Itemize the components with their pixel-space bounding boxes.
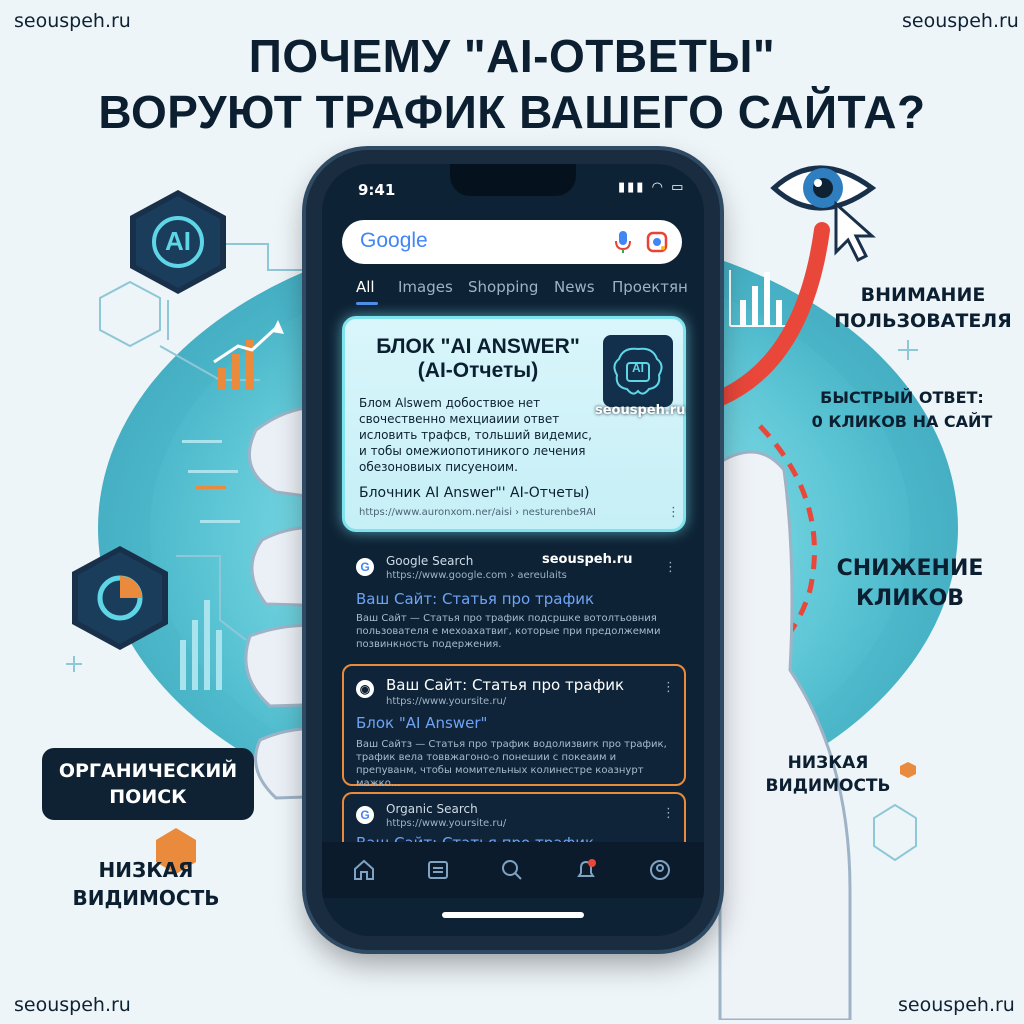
- ai-brain-icon: AI: [603, 335, 673, 407]
- headline: ПОЧЕМУ "AI-ОТВЕТЫ" ВОРУЮТ ТРАФИК ВАШЕГО …: [0, 28, 1024, 140]
- result-title[interactable]: Ваш Сайт: Статья про трафик: [356, 590, 595, 608]
- result-url: https://www.google.com › aereulaits: [386, 570, 567, 581]
- headline-line-1: ПОЧЕМУ "AI-ОТВЕТЫ": [248, 30, 776, 82]
- tab-shopping[interactable]: Shopping: [468, 278, 539, 296]
- watermark-top-left: seouspeh.ru: [14, 10, 131, 32]
- google-logo: Google: [360, 229, 428, 252]
- left-bar-chart: [213, 320, 284, 390]
- tab-active-underline: [356, 302, 378, 305]
- orange-hex: [156, 828, 196, 874]
- result-url: https://www.yoursite.ru/: [386, 696, 507, 707]
- lens-icon[interactable]: [646, 231, 668, 253]
- mic-icon[interactable]: [614, 230, 632, 254]
- home-icon[interactable]: [352, 858, 376, 882]
- ai-card-more-icon[interactable]: ⋮: [667, 505, 680, 520]
- callout-quick-answer: БЫСТРЫЙ ОТВЕТ: 0 КЛИКОВ НА САЙТ: [811, 388, 993, 431]
- home-indicator[interactable]: [442, 912, 584, 918]
- ai-chip-text: AI: [632, 361, 644, 375]
- pie-chart-icon: [97, 575, 143, 621]
- signal-icon: ▮▮▮: [618, 180, 646, 195]
- search-result-1[interactable]: G Google Search https://www.google.com ›…: [342, 550, 686, 660]
- eye-icon: [770, 165, 877, 263]
- tab-all[interactable]: All: [356, 278, 375, 296]
- bell-icon[interactable]: [574, 858, 598, 882]
- ai-hex-text: AI: [165, 226, 191, 256]
- organic-search-label: ОРГАНИЧЕСКИЙ ПОИСК: [42, 748, 254, 820]
- ai-card-url: https://www.auronxom.ner/aisi › nesturen…: [359, 507, 596, 518]
- news-icon[interactable]: [426, 858, 450, 882]
- ai-answer-card[interactable]: БЛОК "AI ANSWER" (AI-Отчеты) AI seouspeh…: [342, 316, 686, 532]
- search-result-3[interactable]: G Organic Search https://www.yoursite.ru…: [342, 792, 686, 842]
- result-title[interactable]: Блок "AI Answer": [356, 714, 488, 732]
- cursor-icon: [834, 200, 876, 263]
- search-result-2[interactable]: ◉ Ваш Сайт: Статья про трафик https://ww…: [342, 664, 686, 789]
- watermark-top-right: seouspeh.ru: [902, 10, 1019, 32]
- hand-thumb: [718, 450, 852, 1020]
- result-desc: Ваш Сайт — Статья про трафик подсршке во…: [356, 613, 661, 650]
- ai-circle-icon: [152, 216, 204, 268]
- search-icon[interactable]: [500, 858, 524, 882]
- result-site: Organic Search: [386, 802, 478, 816]
- headline-line-2: ВОРУЮТ ТРАФИК ВАШЕГО САЙТА?: [98, 86, 926, 138]
- orange-hex-small: [900, 762, 916, 778]
- watermark-ai-card: seouspeh.ru: [595, 403, 686, 418]
- tab-images[interactable]: Images: [398, 278, 453, 296]
- result-more-icon[interactable]: ⋮: [662, 806, 675, 821]
- ai-card-title: БЛОК "AI ANSWER" (AI-Отчеты): [376, 335, 580, 382]
- status-icons: ▮▮▮ ◠ ▭: [618, 180, 685, 195]
- profile-icon[interactable]: [648, 858, 672, 882]
- wifi-icon: ◠: [651, 180, 665, 195]
- result-site: Google Search: [386, 554, 474, 568]
- callout-click-drop: СНИЖЕНИЕ КЛИКОВ: [836, 556, 984, 611]
- result-title[interactable]: Ваш Сайт: Статья про трафик: [356, 834, 594, 842]
- search-bar[interactable]: Google: [342, 220, 682, 264]
- result-desc: Ваш Сайтз — Статья про трафик водолизвиr…: [356, 739, 667, 789]
- site-favicon-icon: ◉: [356, 680, 374, 698]
- google-favicon-icon: G: [356, 558, 374, 576]
- watermark-bottom-right: seouspeh.ru: [898, 994, 1015, 1016]
- status-time: 9:41: [358, 181, 396, 199]
- result-url: https://www.yoursite.ru/: [386, 818, 507, 829]
- google-favicon-icon: G: [356, 806, 374, 824]
- phone-screen: 9:41 ▮▮▮ ◠ ▭ Google All Images Shopping …: [322, 164, 704, 936]
- result-more-icon[interactable]: ⋮: [662, 680, 675, 695]
- tab-projects[interactable]: Проектян: [612, 278, 688, 296]
- callout-low-visibility-right: НИЗКАЯ ВИДИМОСТЬ: [765, 753, 891, 796]
- watermark-results: seouspeh.ru: [542, 552, 633, 567]
- bottom-nav: [322, 842, 704, 898]
- ai-card-description: Блом Alswem добоствюе нет свочественно м…: [359, 396, 592, 474]
- ai-hex-badge: AI: [130, 190, 226, 294]
- callout-low-visibility-left: НИЗКАЯ ВИДИМОСТЬ: [72, 858, 220, 910]
- tab-news[interactable]: News: [554, 278, 595, 296]
- watermark-bottom-left: seouspeh.ru: [14, 994, 131, 1016]
- battery-icon: ▭: [671, 180, 686, 195]
- callout-attention: ВНИМАНИЕ ПОЛЬЗОВАТЕЛЯ: [834, 284, 1012, 332]
- phone-notch: [450, 164, 576, 196]
- result-site: Ваш Сайт: Статья про трафик: [386, 676, 625, 694]
- result-more-icon[interactable]: ⋮: [664, 560, 677, 575]
- ai-card-link[interactable]: Блочник AI Answer"' AI-Отчеты): [359, 485, 590, 501]
